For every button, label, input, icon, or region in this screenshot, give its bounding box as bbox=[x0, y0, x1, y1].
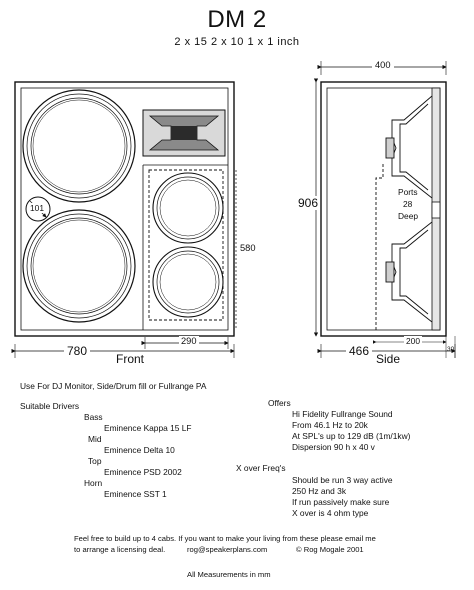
footer-copyright: © Rog Mogale 2001 bbox=[296, 545, 364, 554]
usage-note: Use For DJ Monitor, Side/Drum fill or Fu… bbox=[20, 381, 207, 391]
front-width-dimension: 780 bbox=[64, 344, 91, 358]
offers-heading: Offers bbox=[268, 398, 291, 408]
driver-complement: 2 x 15 2 x 10 1 x 1 inch bbox=[174, 36, 300, 48]
side-height-dimension: 906 bbox=[298, 196, 319, 210]
front-view-label: Front bbox=[116, 352, 145, 366]
side-dimension-30: 30 bbox=[447, 346, 455, 353]
inner-width-dimension: 290 bbox=[179, 336, 199, 346]
side-depth-top-dimension: 400 bbox=[372, 60, 394, 70]
mid-model: Eminence Delta 10 bbox=[104, 445, 175, 455]
crossover-line: X over is 4 ohm type bbox=[292, 508, 369, 518]
horn-model: Eminence SST 1 bbox=[104, 489, 167, 499]
mid-driver-bottom bbox=[152, 246, 224, 318]
horn bbox=[142, 109, 226, 157]
side-depth-bottom-dimension: 466 bbox=[346, 344, 373, 358]
crossover-line: 250 Hz and 3k bbox=[292, 486, 347, 496]
side-cabinet-inner bbox=[326, 87, 441, 331]
footer-email: rog@speakerplans.com bbox=[187, 545, 268, 554]
top-label: Top bbox=[88, 456, 102, 466]
crossover-line: If run passively make sure bbox=[292, 497, 390, 507]
front-cabinet-inner bbox=[20, 87, 229, 331]
crossover-heading: X over Freq's bbox=[236, 463, 286, 473]
front-height-dimension: 580 bbox=[240, 243, 256, 253]
page-title: DM 2 bbox=[207, 6, 267, 33]
offers-line: Dispersion 90 h x 40 v bbox=[292, 442, 375, 452]
side-dimension-200: 200 bbox=[404, 336, 422, 346]
footer-licensing-note-2: to arrange a licensing deal. bbox=[74, 545, 166, 554]
front-view bbox=[11, 81, 237, 358]
measurements-note: All Measurements in mm bbox=[187, 570, 271, 579]
top-model: Eminence PSD 2002 bbox=[104, 467, 182, 477]
drivers-heading: Suitable Drivers bbox=[20, 401, 80, 411]
offers-line: Hi Fidelity Fullrange Sound bbox=[292, 409, 393, 419]
footer-licensing-note: Feel free to build up to 4 cabs. If you … bbox=[74, 534, 376, 543]
bass-driver-bottom bbox=[22, 209, 136, 323]
ports-label: Ports bbox=[398, 187, 418, 197]
port-diameter-dimension: 101 bbox=[30, 203, 44, 213]
mid-label: Mid bbox=[88, 434, 102, 444]
side-driver-upper bbox=[385, 95, 433, 199]
mid-driver-top bbox=[152, 172, 224, 244]
front-cabinet-outer bbox=[14, 81, 235, 337]
horn-label: Horn bbox=[84, 478, 103, 488]
offers-line: From 46.1 Hz to 20k bbox=[292, 420, 368, 430]
front-port bbox=[25, 196, 51, 222]
side-driver-lower bbox=[385, 221, 433, 323]
bass-driver-top bbox=[22, 89, 136, 203]
crossover-line: Should be run 3 way active bbox=[292, 475, 393, 485]
side-view-label: Side bbox=[376, 352, 401, 366]
bass-label: Bass bbox=[84, 412, 103, 422]
side-cabinet-outer bbox=[320, 81, 447, 337]
ports-value: 28 bbox=[403, 199, 413, 209]
offers-line: At SPL's up to 129 dB (1m/1kw) bbox=[292, 431, 411, 441]
side-view bbox=[313, 61, 456, 358]
mid-enclosure-dashed bbox=[148, 169, 224, 321]
ports-deep-label: Deep bbox=[398, 211, 419, 221]
bass-model: Eminence Kappa 15 LF bbox=[104, 423, 192, 433]
